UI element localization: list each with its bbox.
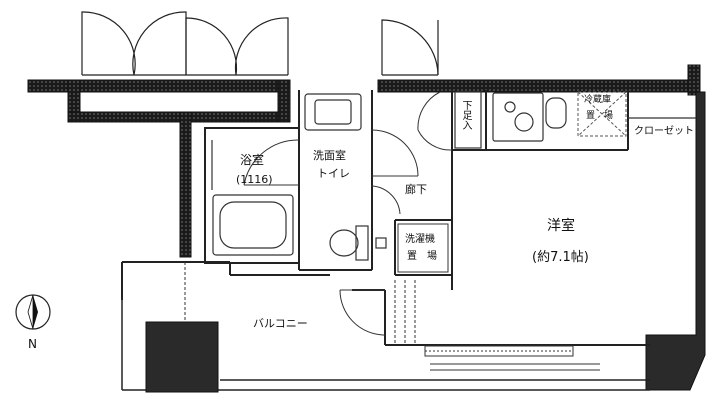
right-wall [645, 91, 706, 391]
balcony-name: バルコニー [253, 317, 308, 330]
corridor-name: 廊下 [405, 183, 427, 196]
compass-label: N [28, 337, 37, 351]
washer-sub: 置 場 [407, 251, 437, 262]
fridge-sub: 置 場 [586, 111, 614, 121]
washroom-name: 洗面室 [313, 149, 346, 162]
kitchen [492, 92, 696, 142]
washer-name: 洗濯機 [405, 234, 435, 245]
balcony-door [339, 280, 416, 345]
toilet [329, 225, 387, 261]
entry-door [417, 91, 453, 151]
bottom-window [424, 345, 600, 371]
fridge-space [577, 91, 627, 137]
shoe-cabinet-name: 下足入 [460, 100, 471, 130]
fridge-name: 冷蔵庫 [584, 95, 612, 105]
corridor-doors [81, 11, 439, 76]
bath-size: (1116) [236, 173, 273, 186]
interior-walls [121, 90, 650, 346]
bath-name: 浴室 [240, 153, 265, 167]
outer-walls [27, 64, 701, 258]
shoe-cabinet [454, 91, 482, 149]
washer-space [397, 223, 449, 273]
wash-basin [304, 93, 362, 131]
compass-icon [15, 294, 51, 330]
western-name: 洋室 [547, 218, 575, 234]
washroom-sub: トイレ [317, 167, 350, 180]
western-size: (約7.1帖) [532, 250, 589, 265]
bath-door [243, 139, 300, 186]
balcony-pillar [145, 321, 219, 393]
closet-name: クローゼット [634, 126, 694, 137]
washroom-door [371, 129, 419, 215]
bathtub [211, 140, 294, 256]
